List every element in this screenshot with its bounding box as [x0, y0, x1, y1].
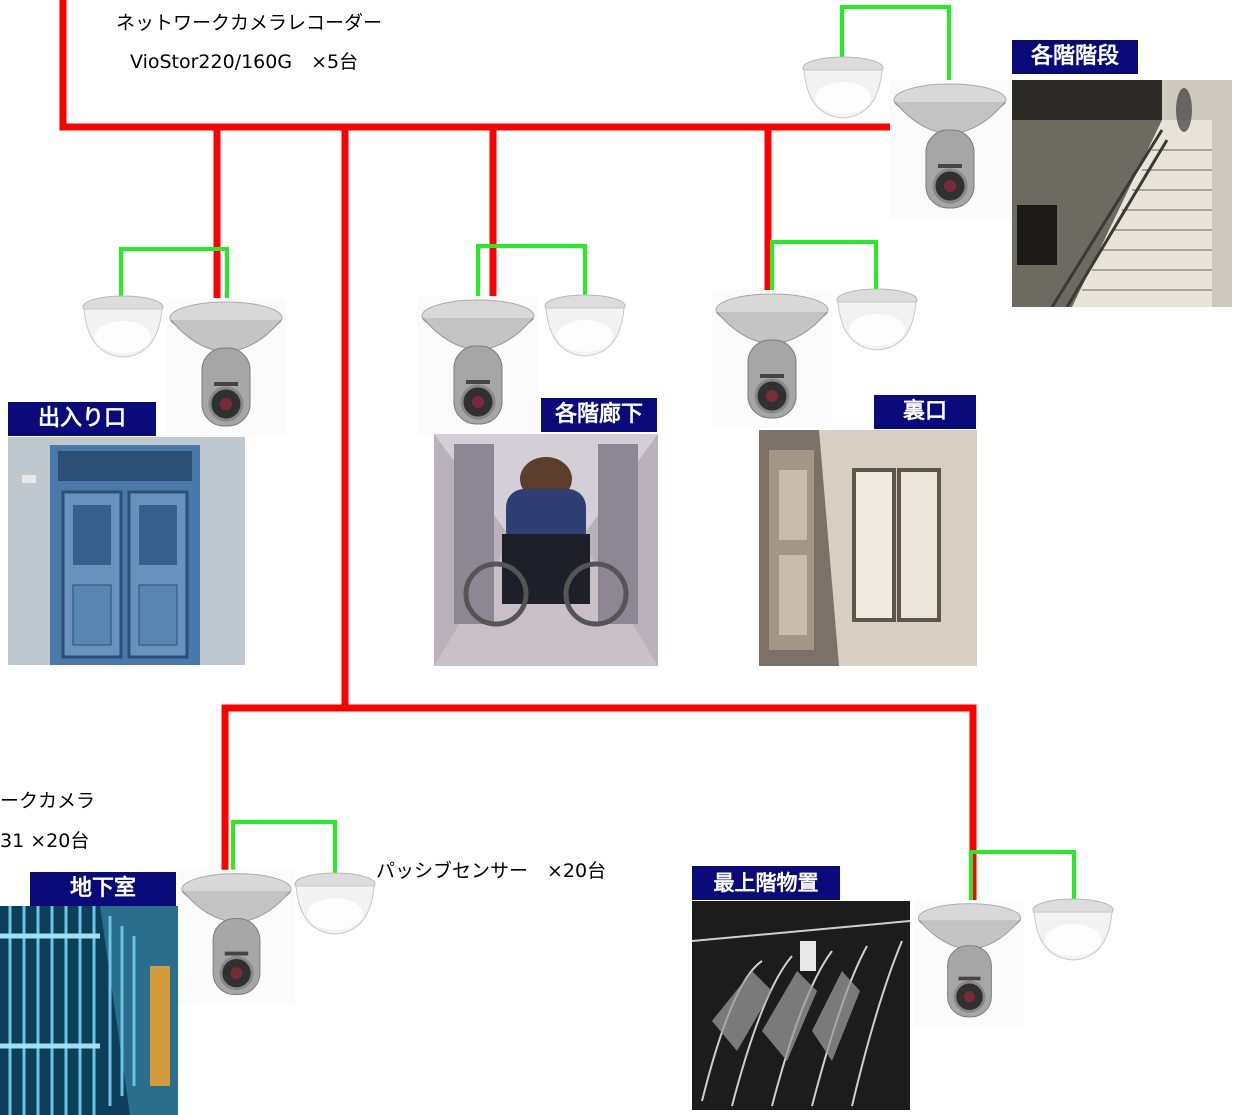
- recorder-model: VioStor220/160G ×5台: [130, 51, 359, 73]
- passive-sensor-icon: [834, 288, 920, 354]
- entrance-photo: [8, 437, 245, 665]
- label-top-storage: 最上階物置: [692, 866, 840, 900]
- dome-network-camera-icon: [418, 296, 538, 434]
- passive-sensor-icon: [542, 294, 628, 360]
- dome-network-camera-icon: [166, 298, 286, 436]
- label-stairs: 各階階段: [1012, 40, 1138, 74]
- dome-network-camera-icon: [178, 868, 295, 1006]
- dome-network-camera-icon: [890, 80, 1010, 218]
- sensor-note: パッシブセンサー ×20台: [376, 860, 607, 882]
- dome-network-camera-icon: [912, 900, 1027, 1026]
- camera-note-line2: 31 ×20台: [0, 830, 90, 852]
- passive-sensor-icon: [800, 56, 886, 122]
- recorder-title: ネットワークカメラレコーダー: [116, 12, 383, 34]
- basement-photo: [0, 906, 178, 1115]
- stairs-photo: [1012, 80, 1232, 307]
- passive-sensor-icon: [1030, 898, 1116, 964]
- back-door-photo: [759, 430, 977, 666]
- label-back-door: 裏口: [874, 395, 976, 429]
- camera-note-line1: ークカメラ: [0, 790, 96, 812]
- label-entrance: 出入り口: [8, 402, 156, 436]
- corridor-photo: [434, 434, 658, 666]
- label-corridor: 各階廊下: [541, 398, 657, 432]
- dome-network-camera-icon: [712, 290, 832, 428]
- passive-sensor-icon: [80, 295, 166, 361]
- top-storage-photo: [692, 901, 910, 1110]
- label-basement: 地下室: [30, 872, 176, 906]
- passive-sensor-icon: [292, 872, 378, 938]
